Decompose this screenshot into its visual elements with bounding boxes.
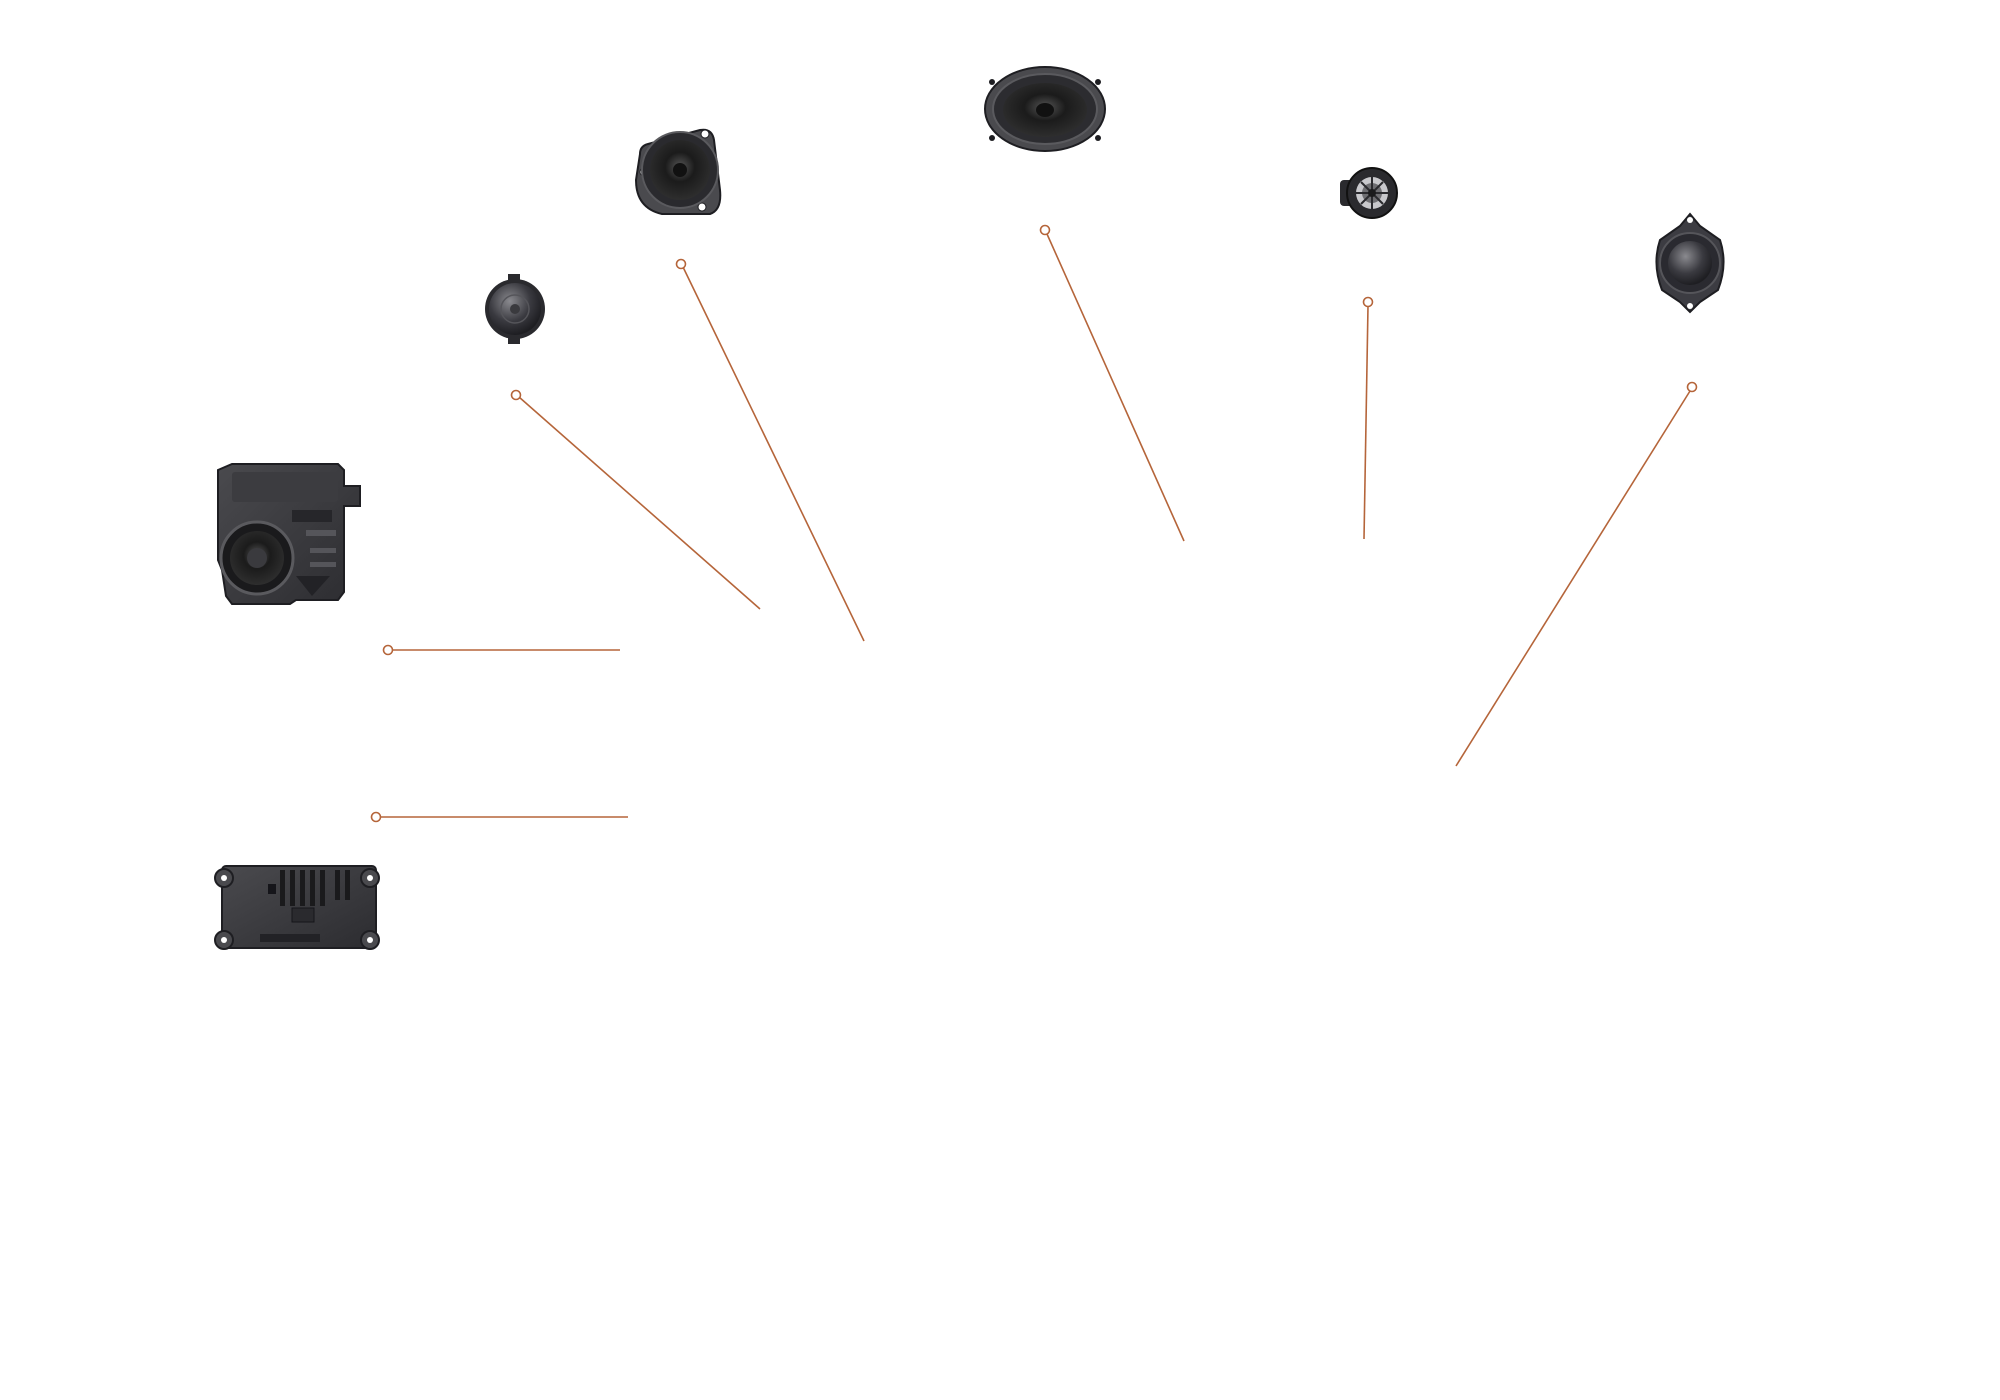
- amplifier-icon: [214, 865, 380, 950]
- callout-oval-speaker: [1039, 224, 1185, 542]
- callout-small-tweeter: [510, 389, 761, 610]
- callout-amplifier: [370, 811, 628, 823]
- small-tweeter-icon: [485, 274, 545, 344]
- callout-midrange-speaker: [675, 258, 865, 642]
- compact-speaker-icon: [1655, 212, 1725, 314]
- callout-dome-tweeter: [1362, 296, 1374, 540]
- callout-subwoofer: [382, 644, 620, 656]
- callout-lines: [370, 224, 1698, 823]
- dome-tweeter-icon: [1340, 167, 1398, 219]
- callout-compact-speaker: [1455, 381, 1698, 767]
- subwoofer-enclosure-icon: [217, 463, 361, 605]
- midrange-speaker-icon: [634, 128, 722, 215]
- oval-speaker-icon: [984, 66, 1106, 152]
